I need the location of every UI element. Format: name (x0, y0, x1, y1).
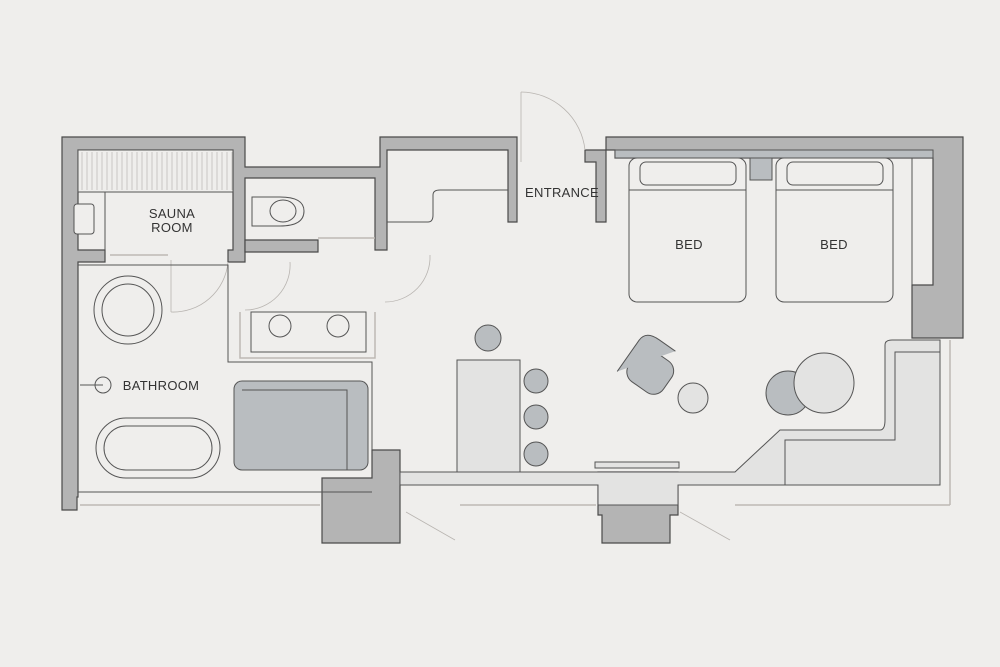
side-table (677, 382, 709, 414)
label-bed-right: BED (820, 237, 848, 252)
bathtub-inner (103, 425, 213, 471)
toilet[interactable] (251, 196, 305, 227)
room-label-entrance: ENTRANCE (525, 185, 599, 200)
round-tub-inner (101, 283, 155, 337)
stool (523, 441, 549, 467)
stool (523, 368, 549, 394)
vanity-ledge (239, 312, 376, 359)
headboard-strip (614, 149, 934, 159)
coffee-table (793, 352, 855, 414)
armchair (616, 334, 676, 395)
room-label-sauna-2: ROOM (151, 220, 193, 235)
stool (523, 404, 549, 430)
doors[interactable] (110, 91, 586, 313)
bathroom-partition (78, 264, 373, 450)
column-left (321, 449, 401, 544)
nightstand (749, 157, 773, 181)
sofa-bench[interactable] (784, 351, 941, 486)
room-label-bathroom: BATHROOM (123, 378, 200, 393)
tv-console (594, 461, 680, 469)
sink[interactable] (326, 314, 350, 338)
bed-left[interactable] (628, 157, 747, 303)
sink[interactable] (268, 314, 292, 338)
closet-outline (387, 189, 508, 223)
stool (474, 324, 502, 352)
room-label-sauna: SAUNA (149, 206, 195, 221)
pillow (639, 161, 737, 186)
sauna-heater (73, 203, 95, 235)
vanity (250, 311, 367, 353)
sauna-bench (77, 149, 234, 250)
bed-right[interactable] (775, 157, 894, 303)
shower-inner-edge (242, 389, 348, 470)
windows (80, 340, 951, 541)
label-bed-left: BED (675, 237, 703, 252)
pillow (786, 161, 884, 186)
shower-area (233, 380, 369, 471)
desk (456, 359, 521, 473)
